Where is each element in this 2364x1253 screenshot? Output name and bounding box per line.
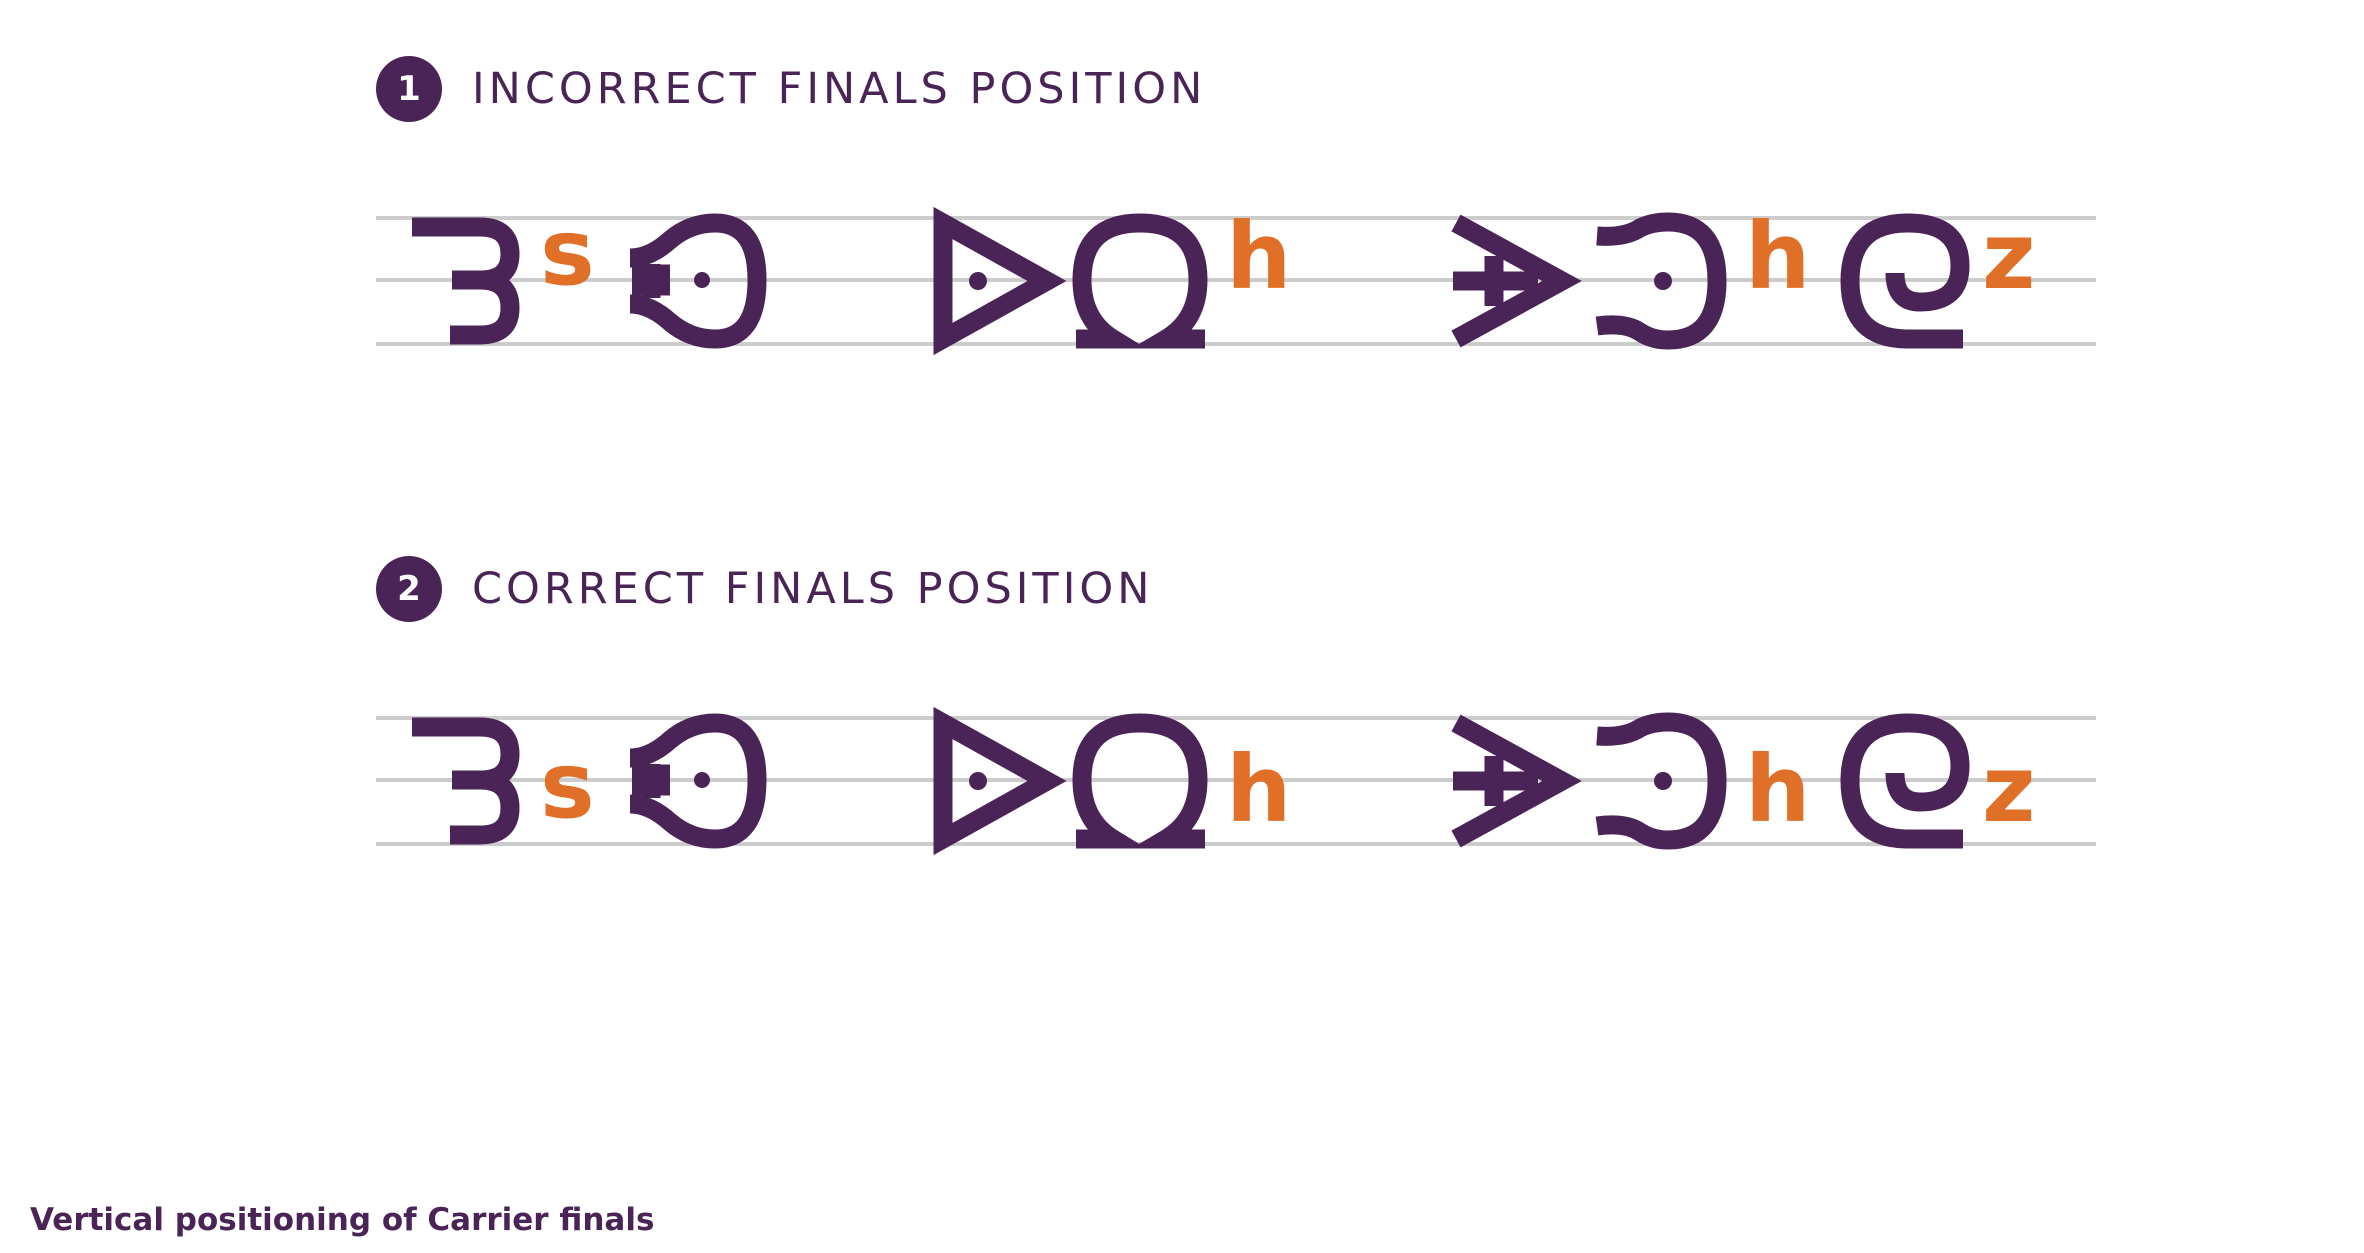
section-heading: CORRECT FINALS POSITION	[472, 564, 1154, 614]
glyph-row-correct: s h h z	[376, 706, 2096, 856]
carrier-glyph-spiral	[1840, 213, 1970, 349]
dot	[1654, 272, 1672, 290]
final-letter-s: s	[540, 199, 595, 306]
final-letter-h: h	[1226, 736, 1292, 843]
carrier-glyph-spiral	[1840, 713, 1970, 849]
dot	[1654, 772, 1672, 790]
carrier-glyph-e	[412, 717, 520, 845]
final-letter-h: h	[1745, 736, 1811, 843]
carrier-glyph-e	[412, 217, 520, 345]
carrier-glyph-triangle	[933, 206, 1067, 356]
number-badge: 1	[376, 56, 442, 122]
dot	[694, 272, 710, 288]
carrier-glyph-omega	[1072, 713, 1208, 849]
carrier-glyph-hook	[1595, 712, 1727, 850]
carrier-glyph-triangle	[933, 706, 1067, 856]
dot	[694, 772, 710, 788]
carrier-glyph-arrow	[1451, 714, 1582, 848]
section-header-incorrect: 1 INCORRECT FINALS POSITION	[376, 56, 1206, 122]
carrier-glyph-loop	[629, 213, 767, 349]
figure-caption: Vertical positioning of Carrier finals	[30, 1202, 655, 1238]
dot	[969, 272, 987, 290]
final-letter-z: z	[1982, 736, 2036, 843]
final-letter-h: h	[1226, 203, 1292, 310]
final-letter-s: s	[540, 732, 595, 839]
carrier-glyph-loop	[629, 713, 767, 849]
final-letter-h: h	[1745, 203, 1811, 310]
dot	[969, 772, 987, 790]
carrier-glyph-arrow	[1451, 214, 1582, 348]
glyph-row-incorrect: s h h z	[376, 199, 2096, 356]
section-header-correct: 2 CORRECT FINALS POSITION	[376, 556, 1153, 622]
carrier-glyph-omega	[1072, 213, 1208, 349]
section-heading: INCORRECT FINALS POSITION	[472, 64, 1207, 114]
final-letter-z: z	[1982, 203, 2036, 310]
number-badge: 2	[376, 556, 442, 622]
carrier-glyph-hook	[1595, 212, 1727, 350]
